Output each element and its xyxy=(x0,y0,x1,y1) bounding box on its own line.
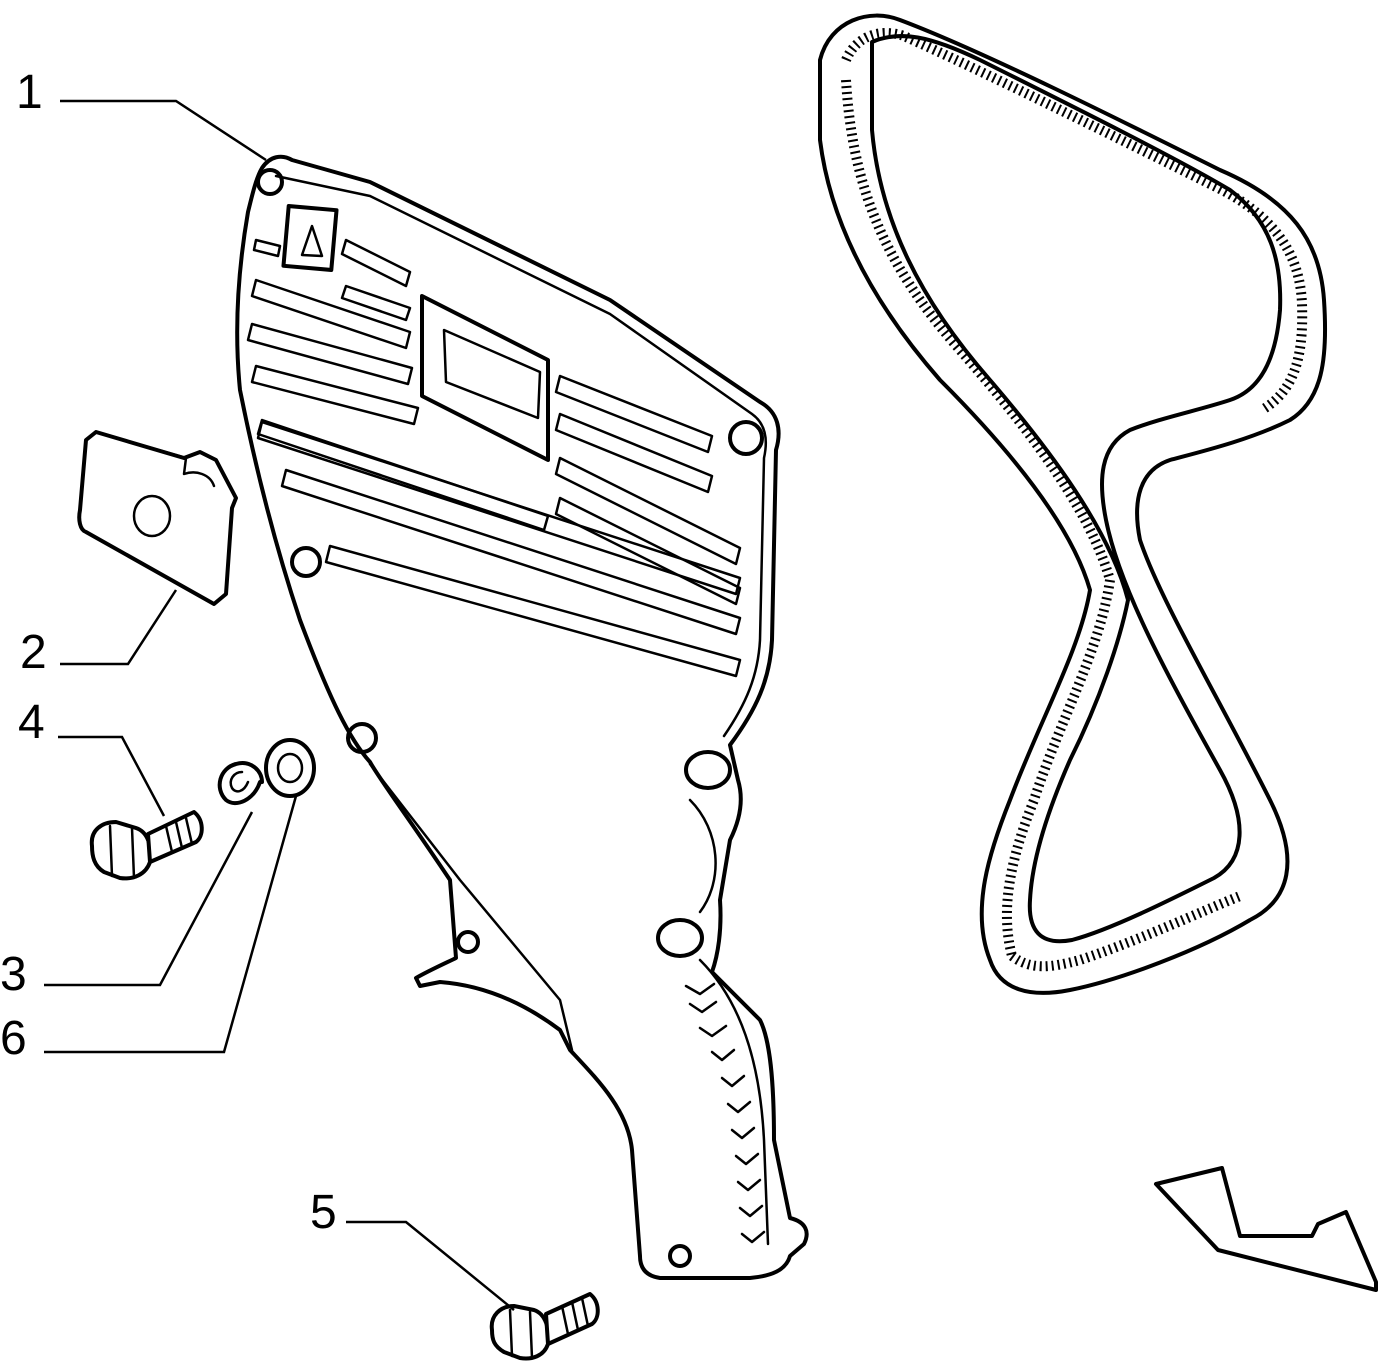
callout-5: 5 xyxy=(310,1186,337,1239)
direction-arrow xyxy=(1154,1166,1378,1292)
callout-4: 4 xyxy=(18,696,45,749)
warning-triangle-icon xyxy=(300,224,324,258)
timing-belt[interactable] xyxy=(818,13,1328,995)
callout-6: 6 xyxy=(0,1012,27,1065)
bolt-short[interactable] xyxy=(89,810,204,881)
leader-lines xyxy=(44,99,515,1311)
callout-3: 3 xyxy=(0,948,27,1001)
flat-washer[interactable] xyxy=(264,738,316,798)
spring-washer[interactable] xyxy=(217,761,264,806)
callout-1: 1 xyxy=(16,66,43,119)
callout-2: 2 xyxy=(20,626,47,679)
bolt-long[interactable] xyxy=(489,1292,600,1361)
timing-belt-cover[interactable] xyxy=(235,154,809,1280)
access-plug[interactable] xyxy=(77,430,238,606)
